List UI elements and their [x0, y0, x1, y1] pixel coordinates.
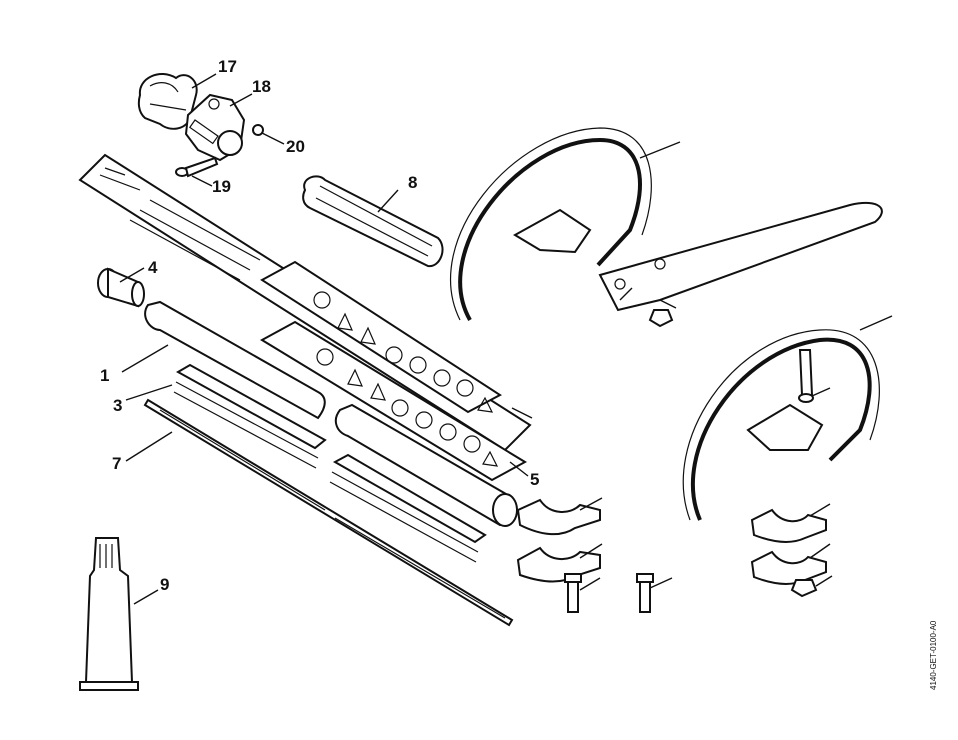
callout-20: 20 [286, 137, 305, 156]
callout-4: 4 [148, 258, 158, 277]
callout-8: 8 [408, 173, 417, 192]
part-9-grease-tube[interactable] [79, 537, 139, 691]
callout-19: 19 [212, 177, 231, 196]
part-19-screw[interactable] [175, 156, 219, 178]
part-4-plug[interactable] [97, 267, 145, 308]
callout-18: 18 [252, 77, 271, 96]
clamp-halves-center[interactable] [516, 498, 601, 583]
warning-label-lower [259, 320, 528, 482]
callout-1: 1 [100, 366, 109, 385]
loop-handle-lower[interactable] [682, 315, 893, 521]
part-18-holder[interactable] [184, 93, 246, 162]
loop-handle-upper[interactable] [449, 127, 883, 328]
warning-label-upper [260, 260, 502, 414]
handle-screws[interactable] [564, 573, 818, 613]
callout-9: 9 [160, 575, 169, 594]
callout-17: 17 [218, 57, 237, 76]
part-8-sleeve[interactable] [302, 175, 444, 268]
part-20-nut[interactable] [252, 124, 264, 136]
reference-code: 4140-GET-0100-A0 [929, 620, 938, 690]
part-3-liner[interactable] [173, 363, 487, 563]
clamp-halves-right[interactable] [750, 508, 827, 585]
callout-5: 5 [530, 470, 539, 489]
part-7-drive-shaft[interactable] [143, 398, 514, 627]
part-1-tube[interactable] [144, 300, 518, 527]
leader-lines [119, 73, 833, 605]
callout-7: 7 [112, 454, 121, 473]
callout-3: 3 [113, 396, 122, 415]
